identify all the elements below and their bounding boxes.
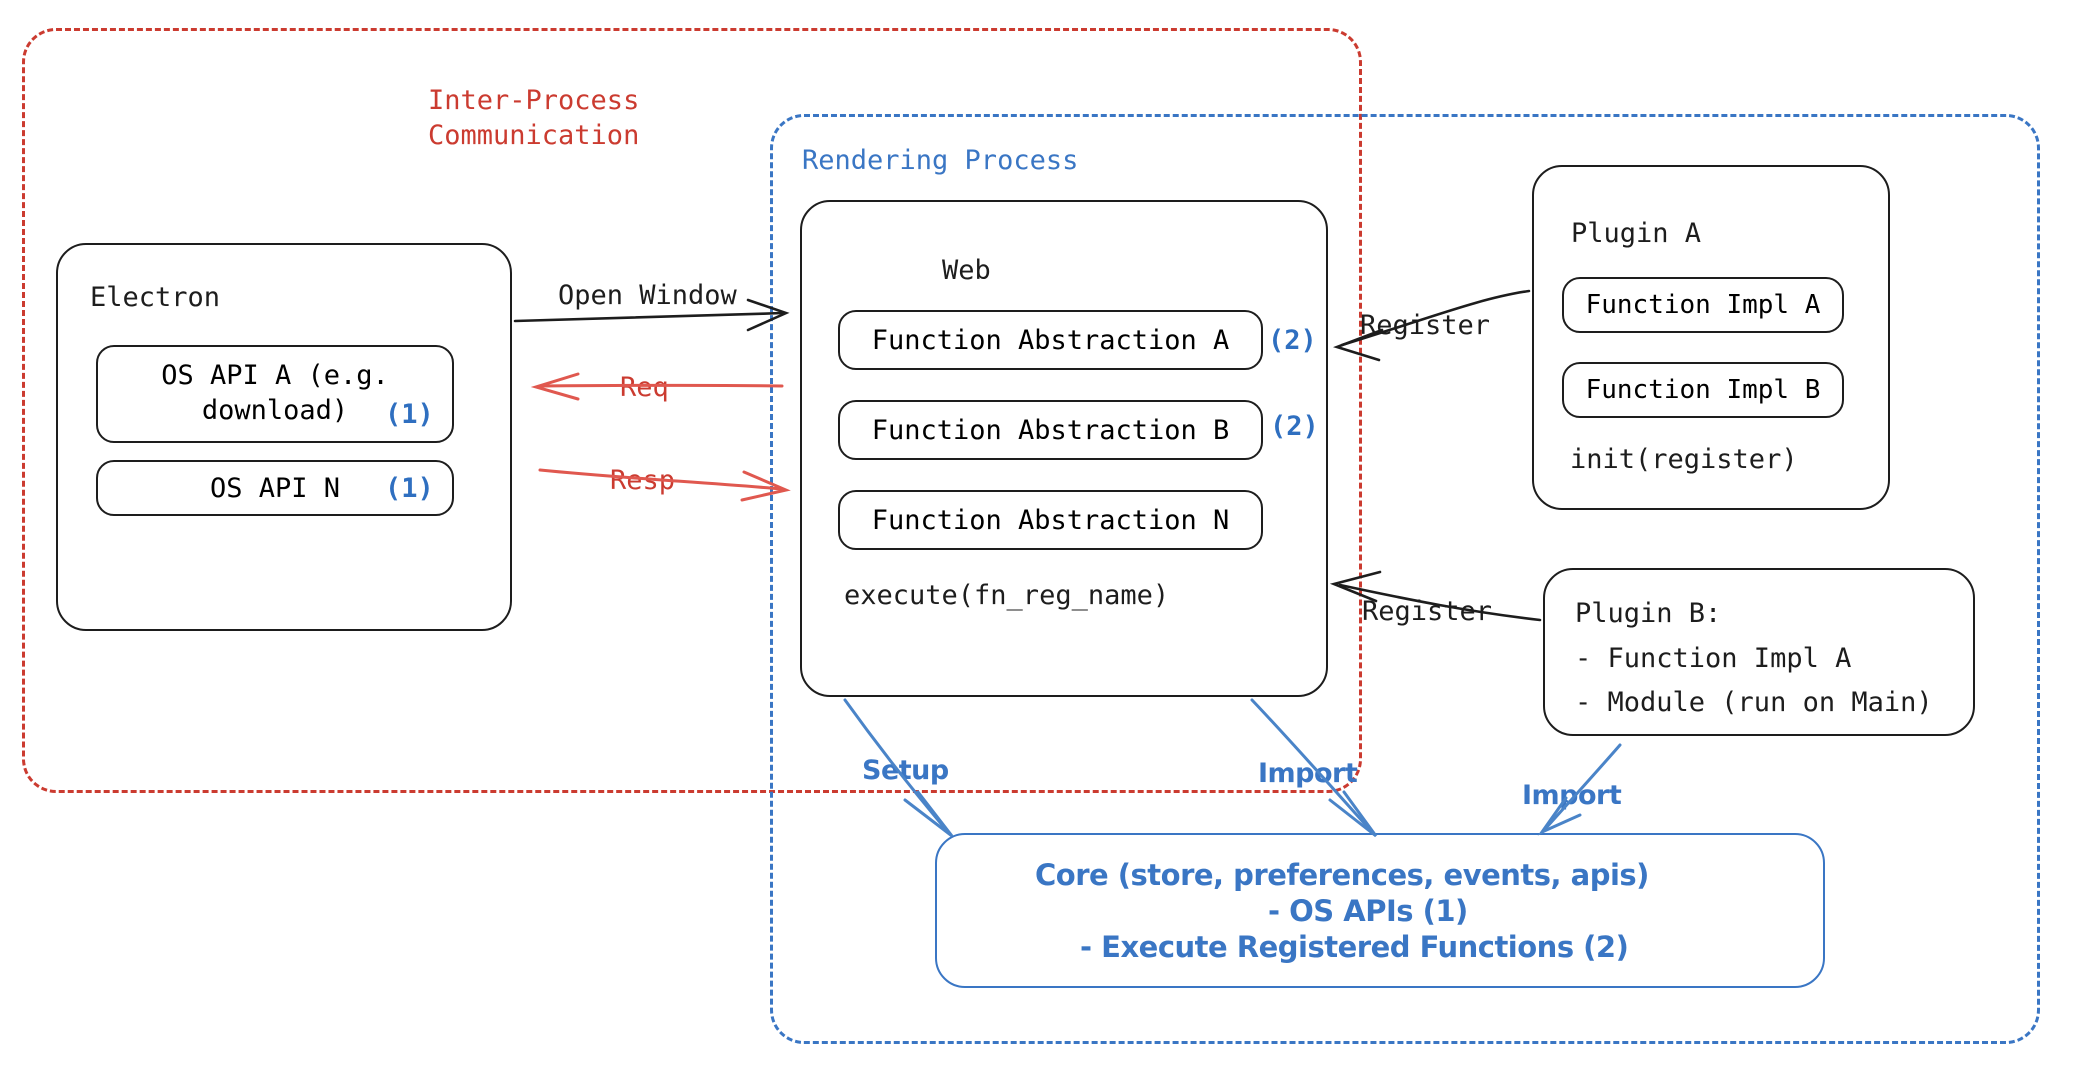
- edge-label-register-plugin-a: Register: [1360, 310, 1491, 341]
- os-api-n-badge: (1): [385, 473, 434, 504]
- core-line-1: Core (store, preferences, events, apis): [1035, 858, 1649, 892]
- os-api-a-box[interactable]: OS API A (e.g. download): [96, 345, 454, 443]
- plugin-a-box: [1532, 165, 1890, 510]
- plugin-b-line-2: - Module (run on Main): [1575, 687, 1933, 718]
- plugin-b-line-1: - Function Impl A: [1575, 643, 1852, 674]
- web-execute-footer: execute(fn_reg_name): [844, 580, 1170, 611]
- core-line-2: - OS APIs (1): [1268, 894, 1468, 928]
- plugin-a-init-footer: init(register): [1570, 444, 1798, 475]
- plugin-a-function-impl-b-label: Function Impl B: [1585, 375, 1821, 405]
- function-abstraction-b-label: Function Abstraction B: [871, 414, 1230, 446]
- plugin-b-box: [1543, 568, 1975, 736]
- edge-label-register-plugin-b: Register: [1362, 596, 1493, 627]
- function-abstraction-a-box[interactable]: Function Abstraction A: [838, 310, 1263, 370]
- os-api-n-label: OS API N: [209, 472, 341, 504]
- plugin-b-title: Plugin B:: [1575, 598, 1722, 629]
- ipc-group-label-line1: Inter-Process: [428, 85, 640, 116]
- function-abstraction-b-badge: (2): [1270, 411, 1319, 442]
- plugin-a-title: Plugin A: [1571, 218, 1702, 249]
- electron-title: Electron: [90, 282, 221, 313]
- os-api-a-label: OS API A (e.g. download): [161, 360, 389, 426]
- edge-label-setup: Setup: [862, 755, 949, 786]
- edge-label-import-plugin-b: Import: [1522, 780, 1622, 811]
- os-api-n-box[interactable]: OS API N: [96, 460, 454, 516]
- function-abstraction-a-label: Function Abstraction A: [871, 324, 1230, 356]
- os-api-a-badge: (1): [385, 399, 434, 430]
- edge-label-import-web: Import: [1258, 758, 1358, 789]
- ipc-group-label-line2: Communication: [428, 120, 640, 151]
- edge-label-resp: Resp: [610, 465, 676, 496]
- core-box: [935, 833, 1825, 988]
- edge-label-open-window: Open Window: [558, 280, 737, 311]
- core-line-3: - Execute Registered Functions (2): [1080, 930, 1629, 964]
- function-abstraction-b-box[interactable]: Function Abstraction B: [838, 400, 1263, 460]
- function-abstraction-n-label: Function Abstraction N: [871, 504, 1230, 536]
- function-abstraction-n-box[interactable]: Function Abstraction N: [838, 490, 1263, 550]
- web-title: Web: [942, 255, 991, 286]
- edge-label-req: Req: [620, 372, 669, 403]
- function-abstraction-a-badge: (2): [1268, 325, 1317, 356]
- rendering-process-group-label: Rendering Process: [802, 145, 1079, 176]
- plugin-a-function-impl-a-label: Function Impl A: [1585, 290, 1821, 320]
- plugin-a-function-impl-a-box[interactable]: Function Impl A: [1562, 277, 1844, 333]
- plugin-a-function-impl-b-box[interactable]: Function Impl B: [1562, 362, 1844, 418]
